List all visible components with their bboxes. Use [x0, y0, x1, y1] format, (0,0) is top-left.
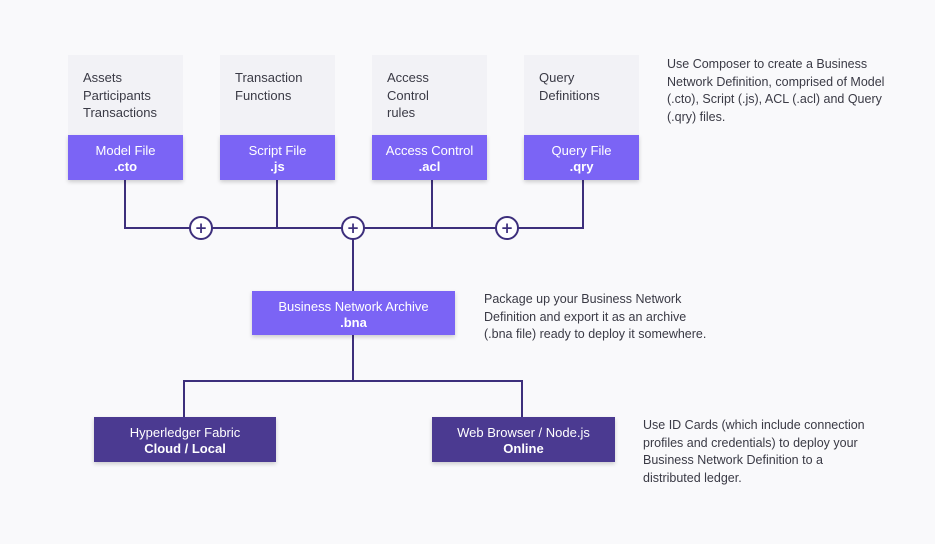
note-line: Network Definition, comprised of Model: [667, 74, 885, 89]
card-line: Query: [539, 70, 575, 85]
note-line: (.qry) files.: [667, 109, 726, 124]
card-line: Assets: [83, 70, 123, 85]
query-file-box: Query File .qry: [524, 135, 639, 180]
fabric-box: Hyperledger Fabric Cloud / Local: [94, 417, 276, 462]
archive-ext: .bna: [340, 315, 367, 330]
card-line: Transactions: [83, 105, 157, 120]
archive-box: Business Network Archive .bna: [252, 291, 455, 335]
browser-title: Web Browser / Node.js: [457, 425, 590, 440]
note-line: distributed ledger.: [643, 470, 742, 485]
card-line: Control: [387, 87, 429, 103]
card-line: Functions: [235, 87, 292, 103]
access-control-box: Access Control .acl: [372, 135, 487, 180]
note-line: Package up your Business Network: [484, 292, 682, 306]
archive-title: Business Network Archive: [278, 299, 429, 314]
model-file-title: Model File: [95, 143, 156, 158]
browser-box: Web Browser / Node.js Online: [432, 417, 615, 462]
script-file-title: Script File: [248, 143, 307, 158]
note-compose: Use Composer to create a Business Networ…: [667, 56, 884, 126]
note-line: (.bna file) ready to deploy it somewhere…: [484, 327, 707, 341]
plus-node-3: +: [495, 216, 519, 240]
card-query-content: Query Definitions: [524, 55, 639, 137]
fabric-title: Hyperledger Fabric: [129, 425, 241, 440]
note-line: Use Composer to create a Business: [667, 57, 868, 71]
note-line: Use ID Cards (which include connection: [643, 418, 865, 432]
note-deploy: Use ID Cards (which include connection p…: [643, 417, 865, 487]
model-file-ext: .cto: [113, 159, 138, 174]
plus-node-1: +: [189, 216, 213, 240]
card-line: Participants: [83, 87, 151, 103]
query-file-title: Query File: [551, 143, 612, 158]
script-file-ext: .js: [270, 159, 285, 174]
access-control-ext: .acl: [418, 159, 441, 174]
note-line: (.cto), Script (.js), ACL (.acl) and Que…: [667, 92, 882, 106]
plus-node-2: +: [341, 216, 365, 240]
plus-symbol-1: +: [195, 219, 208, 237]
plus-symbol-3: +: [501, 219, 514, 237]
card-line: rules: [387, 105, 416, 120]
browser-sub: Online: [503, 441, 544, 456]
card-line: Definitions: [539, 87, 600, 103]
card-line: Transaction: [235, 70, 303, 85]
script-file-box: Script File .js: [220, 135, 335, 180]
note-line: profiles and credentials) to deploy your: [643, 435, 858, 450]
card-model-content: Assets Participants Transactions: [68, 55, 183, 137]
plus-symbol-2: +: [347, 219, 360, 237]
fabric-sub: Cloud / Local: [144, 441, 226, 456]
note-package: Package up your Business Network Definit…: [484, 291, 706, 344]
model-file-box: Model File .cto: [68, 135, 183, 180]
card-script-content: Transaction Functions: [220, 55, 335, 137]
note-line: Business Network Definition to a: [643, 453, 823, 467]
access-control-title: Access Control: [385, 143, 474, 158]
card-line: Access: [387, 70, 429, 85]
query-file-ext: .qry: [569, 159, 594, 174]
card-acl-content: Access Control rules: [372, 55, 487, 137]
note-line: Definition and export it as an archive: [484, 309, 687, 324]
